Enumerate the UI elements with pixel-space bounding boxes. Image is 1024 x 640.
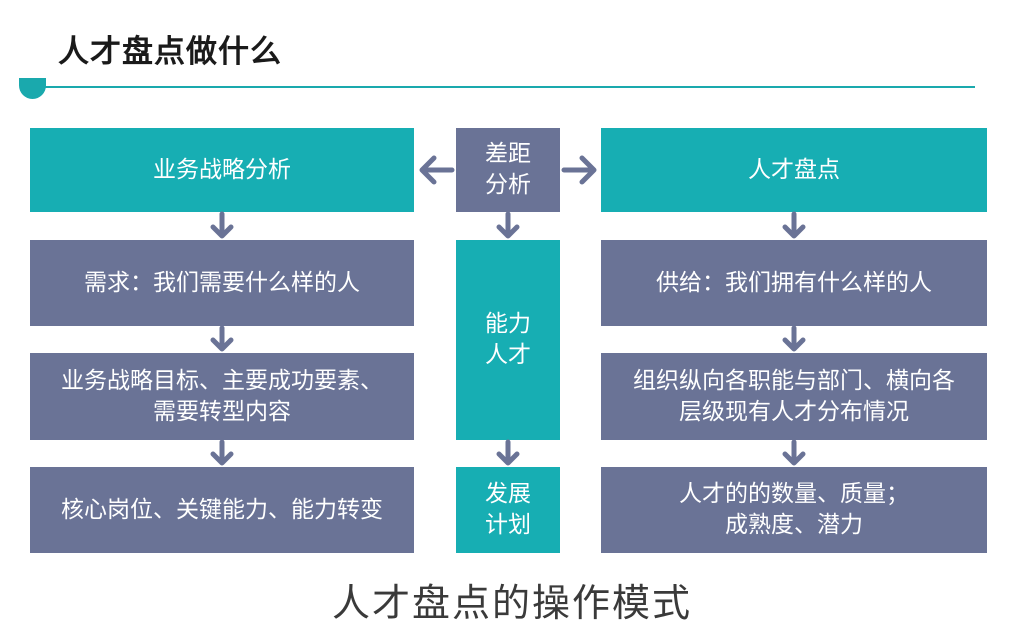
- arrow-left-down-2: [210, 325, 234, 352]
- title-accent-dot: [19, 78, 46, 99]
- arrow-right-down-1: [782, 211, 806, 239]
- left-item-strategy-goals: 业务战略目标、主要成功要素、 需要转型内容: [30, 353, 414, 440]
- right-header-box: 人才盘点: [601, 128, 987, 212]
- center-ability-box: 能力 人才: [456, 240, 560, 440]
- left-item-key-positions: 核心岗位、关键能力、能力转变: [30, 467, 414, 553]
- arrow-right-horizontal: [561, 155, 597, 185]
- right-item-quantity-quality: 人才的的数量、质量； 成熟度、潜力: [601, 467, 987, 553]
- center-development-plan-box: 发展 计划: [456, 467, 560, 553]
- left-header-box: 业务战略分析: [30, 128, 414, 212]
- arrow-left-horizontal: [419, 155, 455, 185]
- diagram-caption: 人才盘点的操作模式: [331, 581, 692, 625]
- title-underline: [30, 86, 975, 88]
- arrow-right-down-2: [782, 325, 806, 352]
- arrow-left-down-3: [210, 439, 234, 466]
- arrow-right-down-3: [782, 439, 806, 466]
- page-title: 人才盘点做什么: [58, 34, 282, 70]
- right-item-supply: 供给：我们拥有什么样的人: [601, 240, 987, 326]
- arrow-center-down-2: [496, 439, 520, 466]
- left-item-demand: 需求：我们需要什么样的人: [30, 240, 414, 326]
- arrow-left-down-1: [210, 211, 234, 239]
- center-gap-analysis-box: 差距 分析: [456, 128, 560, 212]
- arrow-center-down-1: [496, 211, 520, 239]
- right-item-distribution: 组织纵向各职能与部门、横向各 层级现有人才分布情况: [601, 353, 987, 440]
